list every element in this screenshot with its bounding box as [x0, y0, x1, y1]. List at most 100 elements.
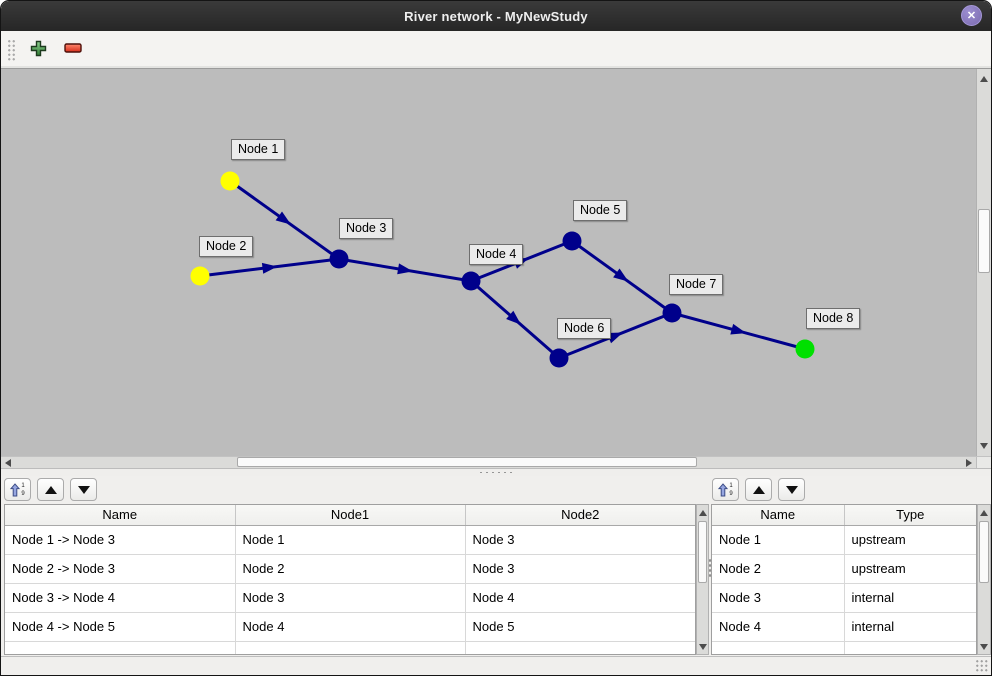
column-header[interactable]: Node2 [465, 505, 695, 526]
table-cell[interactable]: Node 3 [464, 554, 695, 584]
river-node[interactable] [220, 171, 240, 191]
canvas-horizontal-scrollbar[interactable] [1, 456, 991, 468]
table-cell[interactable]: upstream [843, 525, 976, 555]
node-label[interactable]: Node 4 [469, 244, 524, 265]
node-label[interactable]: Node 7 [669, 274, 724, 295]
nodes-table-scrollbar[interactable] [977, 504, 991, 655]
title-bar[interactable]: River network - MyNewStudy ✕ [1, 1, 991, 31]
table-row[interactable] [5, 641, 695, 654]
resize-grip-icon[interactable] [975, 659, 988, 672]
river-node[interactable] [795, 339, 815, 359]
scrollbar-thumb[interactable] [979, 521, 989, 583]
table-row[interactable] [712, 641, 976, 654]
move-down-button[interactable] [70, 478, 97, 501]
close-button[interactable]: ✕ [961, 5, 982, 26]
toolbar-drag-handle[interactable] [7, 38, 16, 61]
column-header[interactable]: Name [712, 505, 845, 526]
table-cell[interactable]: internal [843, 612, 976, 642]
table-cell[interactable]: Node 3 [234, 583, 466, 613]
scrollbar-corner [976, 457, 991, 468]
scroll-right-button[interactable] [962, 457, 975, 468]
add-button[interactable] [25, 37, 51, 63]
table-cell[interactable] [234, 641, 466, 654]
plus-icon [30, 40, 47, 60]
table-cell[interactable]: Node 2 [234, 554, 466, 584]
river-node[interactable] [190, 266, 210, 286]
flow-arrow-icon [397, 263, 413, 275]
table-cell[interactable]: Node 5 [464, 612, 695, 642]
move-up-button[interactable] [745, 478, 772, 501]
table-cell[interactable]: Node 1 -> Node 3 [5, 525, 236, 555]
node-label[interactable]: Node 5 [573, 200, 628, 221]
table-cell[interactable]: Node 1 [712, 525, 845, 555]
move-down-button[interactable] [778, 478, 805, 501]
table-cell[interactable] [712, 641, 845, 654]
river-network-canvas[interactable]: Node 1 Node 2 Node 3 Node 4 Node 5 Node 6 Node… [1, 69, 991, 456]
table-cell[interactable]: Node 4 [712, 612, 845, 642]
scroll-left-button[interactable] [1, 457, 14, 468]
canvas-vertical-scrollbar[interactable] [976, 69, 991, 456]
table-cell[interactable]: Node 1 [234, 525, 466, 555]
table-cell[interactable]: Node 2 -> Node 3 [5, 554, 236, 584]
table-cell[interactable]: internal [843, 583, 976, 613]
node-label[interactable]: Node 1 [231, 139, 286, 160]
river-node[interactable] [562, 231, 582, 251]
table-cell[interactable]: Node 3 [712, 583, 845, 613]
arrow-down-icon [980, 643, 988, 650]
table-cell[interactable] [5, 641, 236, 654]
scrollbar-thumb[interactable] [978, 209, 990, 273]
river-node[interactable] [662, 303, 682, 323]
scroll-up-button[interactable] [977, 72, 991, 86]
node-label[interactable]: Node 2 [199, 236, 254, 257]
table-cell[interactable]: Node 3 [464, 525, 695, 555]
move-down-icon [785, 485, 798, 494]
main-toolbar [1, 31, 991, 69]
scrollbar-thumb[interactable] [698, 521, 707, 583]
branches-table-scrollbar[interactable] [696, 504, 709, 655]
scrollbar-thumb[interactable] [237, 457, 697, 467]
node-label[interactable]: Node 3 [339, 218, 394, 239]
table-cell[interactable] [843, 641, 976, 654]
horizontal-splitter[interactable] [1, 468, 991, 476]
node-label[interactable]: Node 8 [806, 308, 861, 329]
table-cell[interactable]: Node 2 [712, 554, 845, 584]
node-label[interactable]: Node 6 [557, 318, 612, 339]
scroll-down-button[interactable] [977, 439, 991, 453]
table-cell[interactable]: Node 4 [234, 612, 466, 642]
scroll-up-button[interactable] [697, 506, 708, 519]
river-graph[interactable] [1, 69, 977, 456]
flow-arrow-icon [261, 262, 278, 274]
table-cell[interactable]: Node 4 -> Node 5 [5, 612, 236, 642]
river-node[interactable] [461, 271, 481, 291]
minus-icon [64, 42, 82, 57]
table-cell[interactable]: Node 3 -> Node 4 [5, 583, 236, 613]
river-node[interactable] [549, 348, 569, 368]
scroll-down-button[interactable] [697, 640, 708, 653]
column-header[interactable]: Type [844, 505, 976, 526]
table-cell[interactable]: Node 4 [464, 583, 695, 613]
move-up-button[interactable] [37, 478, 64, 501]
vertical-splitter-grip[interactable] [708, 558, 712, 578]
column-header[interactable]: Name [5, 505, 236, 526]
close-icon: ✕ [966, 10, 977, 22]
table-cell[interactable]: upstream [843, 554, 976, 584]
scroll-down-button[interactable] [978, 640, 990, 653]
arrow-down-icon [698, 643, 707, 650]
scroll-up-button[interactable] [978, 506, 990, 519]
column-header[interactable]: Node1 [235, 505, 466, 526]
table-cell[interactable] [464, 641, 695, 654]
remove-button[interactable] [60, 37, 86, 63]
river-node[interactable] [329, 249, 349, 269]
